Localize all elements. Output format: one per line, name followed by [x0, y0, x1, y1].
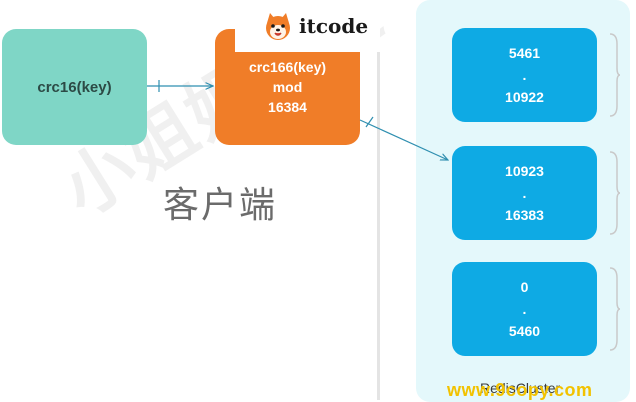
- logo-text: itcode: [299, 14, 369, 38]
- mod-line-2: mod: [272, 79, 303, 95]
- node-2-range-start: 10923: [505, 163, 544, 179]
- arrow-crc-to-mod: [147, 80, 213, 92]
- node-3-dot-1: .: [522, 301, 527, 317]
- client-label: 客户端: [163, 184, 278, 225]
- arrow-mod-to-node: [359, 116, 448, 160]
- mod-line-1: crc166(key): [248, 59, 327, 75]
- node-1-dot-1: .: [522, 67, 527, 83]
- cluster-label: RedisCluster: [480, 380, 561, 396]
- itcode-logo: itcode: [235, 0, 380, 52]
- node-2-dot-1: .: [522, 185, 527, 201]
- shiba-dog-icon: [266, 13, 290, 40]
- crc16-label: crc16(key): [37, 78, 112, 96]
- node-2-range-end: 16383: [505, 207, 544, 223]
- node-1-range-start: 5461: [508, 45, 541, 61]
- redis-node-2: 10923 . 16383: [452, 146, 597, 240]
- brace-node-1: [609, 33, 620, 117]
- node-1-range-end: 10922: [505, 89, 544, 105]
- site-watermark: www.9copy.com: [447, 380, 593, 400]
- node-3-range-end: 5460: [508, 323, 541, 339]
- redis-node-1: 5461 . 10922: [452, 28, 597, 122]
- divider-line: [377, 30, 380, 400]
- brace-node-3: [609, 267, 620, 351]
- redis-node-3: 0 . 5460: [452, 262, 597, 356]
- brace-node-2: [609, 151, 620, 235]
- node-3-range-start: 0: [520, 279, 529, 295]
- mod-line-3: 16384: [268, 99, 307, 115]
- crc16-box: crc16(key): [2, 29, 147, 145]
